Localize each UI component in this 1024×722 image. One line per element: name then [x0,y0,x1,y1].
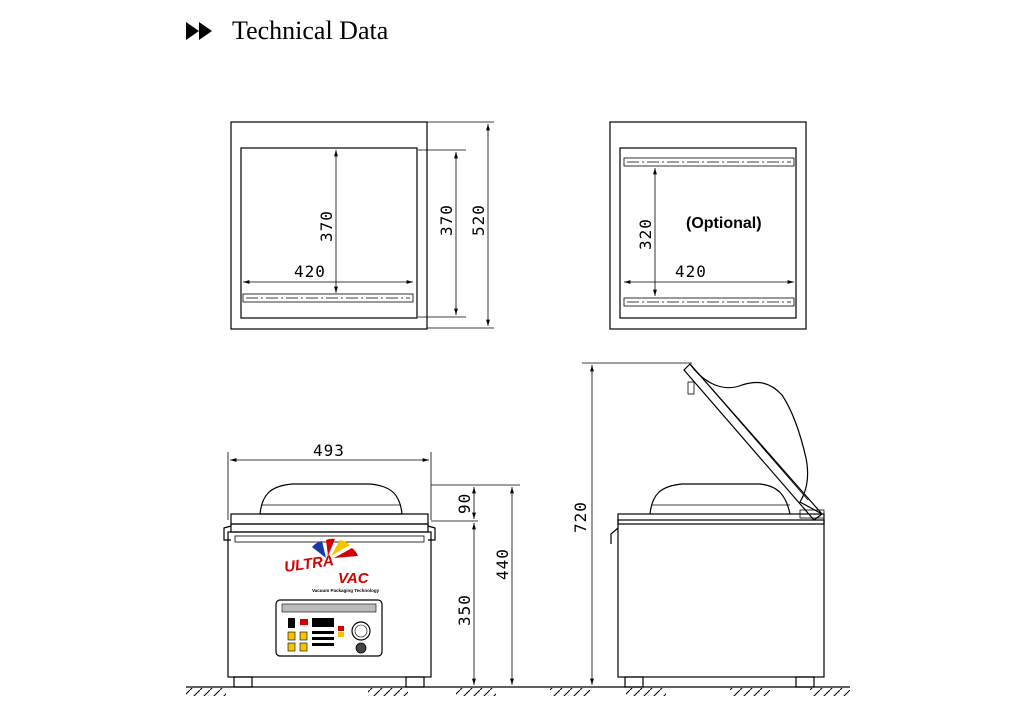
lid-dome-side [649,483,791,515]
optional-label: (Optional) [686,215,762,232]
machine-body [227,531,432,678]
dim-label-370: 370 [437,204,456,236]
play-arrow-icon [186,22,212,40]
open-lid [683,363,823,521]
dim-label-493: 493 [313,441,345,460]
seal-rim [230,523,429,533]
front-view: 493 ULTRA VAC Vacuum Packaging Technolog… [223,441,520,688]
dim-label-320: 320 [636,218,655,250]
dim-label-350: 350 [455,594,474,626]
side-view: 720 [571,362,825,688]
dim-label-370-inner: 370 [317,210,336,242]
dim-label-720: 720 [571,501,590,533]
ultravac-logo: ULTRA VAC Vacuum Packaging Technology [283,538,380,593]
dim-label-420-optional: 420 [675,262,707,281]
logo-text-ultra: ULTRA [283,552,335,576]
control-panel-frame [275,599,383,657]
top-view-optional: 320 420 (Optional) [609,121,807,330]
ground-line [186,686,850,696]
power-switch [355,642,367,654]
logo-tagline: Vacuum Packaging Technology [312,588,380,593]
lid-rim [230,513,429,525]
seal-bar-bottom [623,297,795,307]
machine-outline-top-optional [609,121,807,330]
chamber-outline-top [240,147,418,319]
top-view-standard: 370 420 370 520 [230,121,494,330]
seal-bar-top [623,157,795,167]
digital-display [312,618,334,627]
machine-outline-top [230,121,428,330]
foot-right [405,676,425,688]
foot-side-right [795,676,815,688]
dim-label-520: 520 [469,204,488,236]
dim-label-420: 420 [294,262,326,281]
vacuum-gauge [351,621,371,641]
logo-text-vac: VAC [338,570,370,587]
control-panel [275,599,383,657]
handle-side [610,527,619,544]
lid-rim-side [617,513,825,525]
lid-dome [259,483,403,515]
dim-label-440: 440 [493,548,512,580]
foot-side-left [624,676,644,688]
seal-bar [242,293,414,303]
foot-left [233,676,253,688]
dim-label-90: 90 [455,493,474,514]
machine-body-side [617,519,825,678]
page-title: Technical Data [232,16,389,45]
chamber-outline-top-optional [619,147,797,319]
header: Technical Data [186,14,388,48]
